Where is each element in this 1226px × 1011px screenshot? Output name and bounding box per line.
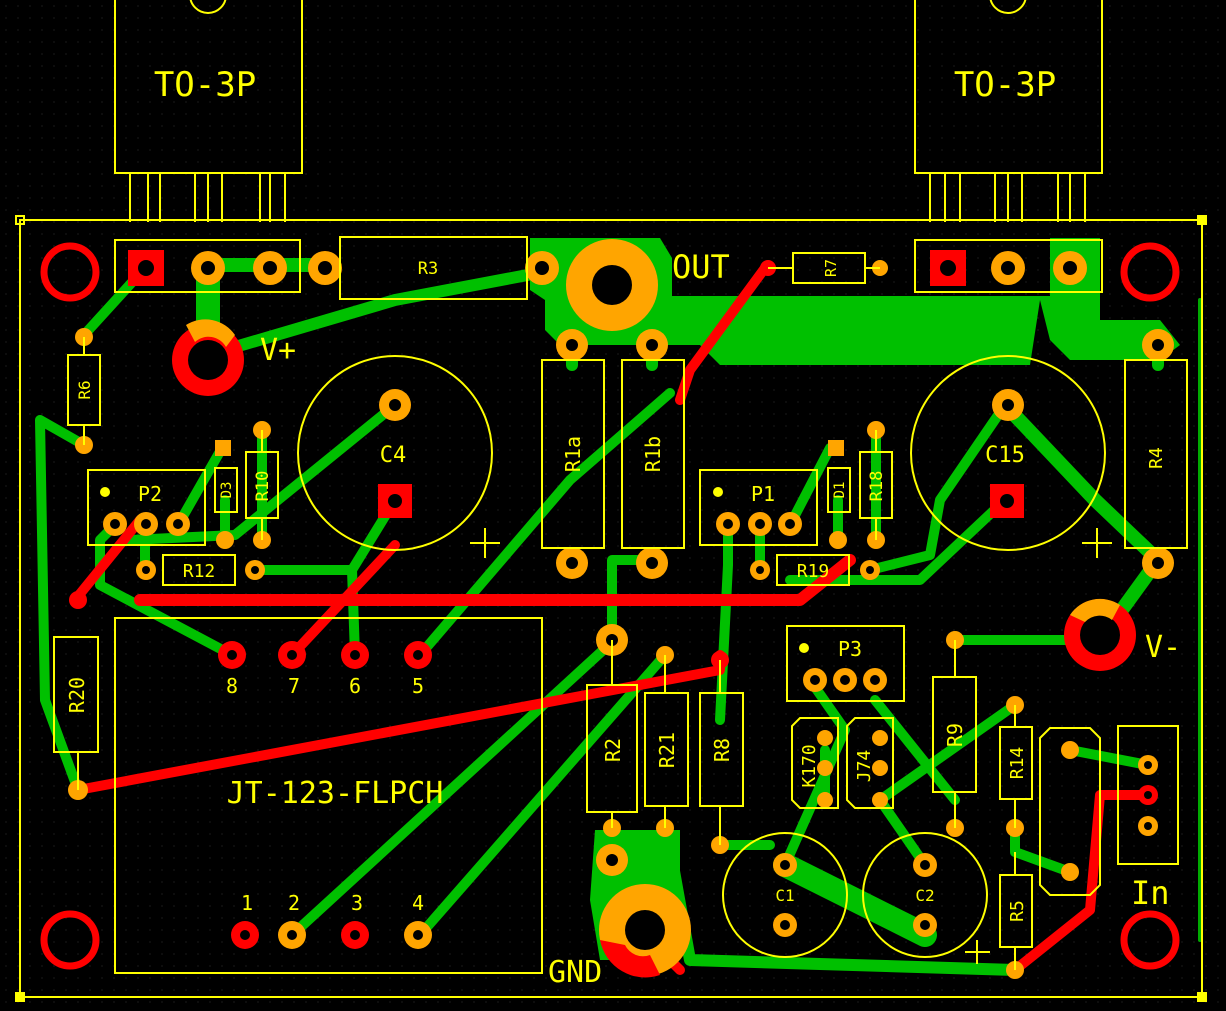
relay-pin-8: 8	[226, 674, 238, 698]
r1b-label: R1b	[641, 436, 665, 472]
transistor-left-label: TO-3P	[154, 65, 256, 105]
relay-pin-4: 4	[412, 891, 424, 915]
r10-label: R10	[253, 471, 273, 502]
in-label: In	[1131, 874, 1170, 912]
r20-label: R20	[65, 677, 89, 713]
p1-label: P1	[751, 482, 775, 506]
p3-label: P3	[838, 637, 862, 661]
r3-label: R3	[418, 259, 438, 279]
transistor-right-label: TO-3P	[954, 65, 1056, 105]
relay-pin-7: 7	[288, 674, 300, 698]
p2-label: P2	[138, 482, 162, 506]
r4-label: R4	[1146, 447, 1167, 469]
r7-label: R7	[822, 259, 840, 277]
r21-label: R21	[655, 732, 679, 768]
relay-pin-2: 2	[288, 891, 300, 915]
r18-label: R18	[867, 471, 887, 502]
mounting-hole	[40, 242, 1180, 970]
c2-label: C2	[915, 886, 934, 905]
relay-pin-3: 3	[351, 891, 363, 915]
board-outline	[19, 219, 1203, 998]
r8-label: R8	[710, 738, 734, 762]
vplus-label: V+	[260, 333, 296, 368]
r2-label: R2	[601, 738, 625, 762]
silk-dots	[100, 487, 809, 653]
c4-label: C4	[380, 443, 407, 468]
silkscreen-layer	[15, 0, 1207, 1002]
r1a-label: R1a	[561, 436, 585, 472]
relay-pin-5: 5	[412, 674, 424, 698]
r9-label: R9	[943, 723, 967, 747]
j74-label: J74	[854, 750, 875, 783]
out-label: OUT	[672, 248, 730, 286]
c1-label: C1	[775, 886, 794, 905]
r14-label: R14	[1007, 747, 1028, 780]
r5-label: R5	[1007, 900, 1028, 922]
c15-label: C15	[985, 443, 1025, 468]
r12-label: R12	[183, 561, 216, 582]
r19-label: R19	[797, 561, 830, 582]
silkscreen-text: TO-3P TO-3P R3 R7 R6 R1a R1b R4 R10 R18 …	[65, 65, 1181, 990]
k170-label: K170	[799, 744, 820, 787]
relay-pin-6: 6	[349, 674, 361, 698]
vminus-label: V-	[1145, 630, 1181, 665]
relay-pin-1: 1	[241, 891, 253, 915]
r6-label: R6	[75, 380, 94, 399]
gnd-label: GND	[548, 955, 602, 990]
relay-label: JT-123-FLPCH	[227, 776, 444, 811]
d3-label: D3	[219, 482, 235, 499]
d1-label: D1	[832, 482, 848, 499]
pads	[40, 239, 1180, 978]
output-copper-pour	[530, 238, 1180, 365]
